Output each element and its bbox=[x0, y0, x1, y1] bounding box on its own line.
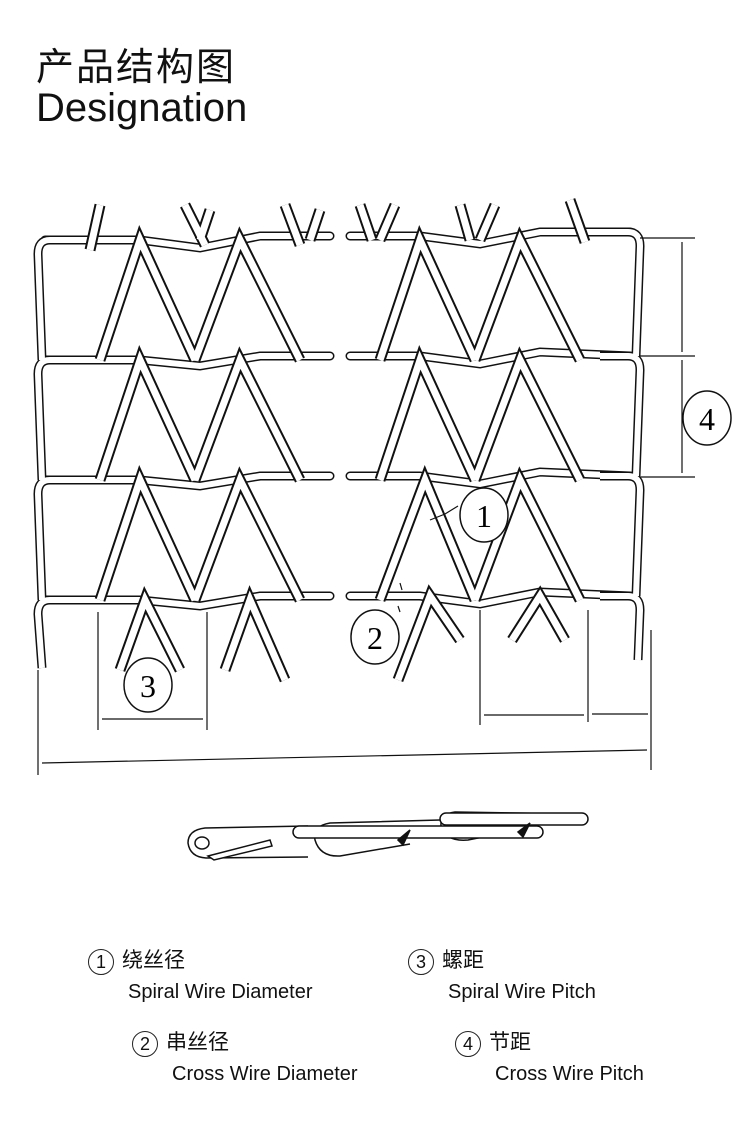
legend-item-4: 4 节距 Cross Wire Pitch bbox=[455, 1026, 644, 1086]
legend-number: 2 bbox=[132, 1030, 158, 1057]
mesh-diagram: 1 2 3 4 bbox=[33, 198, 732, 861]
legend-number: 4 bbox=[455, 1030, 481, 1057]
dimension-lines bbox=[37, 237, 695, 775]
legend-label-cn: 串丝径 bbox=[166, 1030, 229, 1054]
legend-number: 3 bbox=[408, 948, 434, 975]
legend-item-1: 1 绕丝径 Spiral Wire Diameter bbox=[88, 944, 312, 1004]
legend-label-cn: 节距 bbox=[489, 1030, 531, 1054]
legend-number: 1 bbox=[88, 948, 114, 975]
legend-item-3: 3 螺距 Spiral Wire Pitch bbox=[408, 944, 596, 1004]
svg-text:1: 1 bbox=[476, 498, 492, 534]
legend-label-en: Cross Wire Pitch bbox=[495, 1062, 644, 1085]
svg-text:4: 4 bbox=[699, 401, 715, 437]
cross-wires bbox=[33, 227, 645, 669]
side-view-link bbox=[187, 811, 589, 861]
callout-1: 1 bbox=[459, 487, 509, 543]
title-english: Designation bbox=[36, 86, 248, 130]
callout-4: 4 bbox=[682, 390, 732, 446]
title-chinese: 产品结构图 bbox=[36, 45, 237, 89]
spiral-wires bbox=[84, 198, 591, 683]
callout-3: 3 bbox=[123, 657, 173, 713]
legend-label-cn: 绕丝径 bbox=[122, 948, 185, 972]
svg-text:3: 3 bbox=[140, 668, 156, 704]
legend-label-en: Spiral Wire Diameter bbox=[128, 980, 313, 1003]
legend-label-en: Cross Wire Diameter bbox=[172, 1062, 358, 1085]
legend-item-2: 2 串丝径 Cross Wire Diameter bbox=[132, 1026, 358, 1086]
legend-label-en: Spiral Wire Pitch bbox=[448, 980, 596, 1003]
callout-2: 2 bbox=[350, 609, 400, 665]
legend-label-cn: 螺距 bbox=[442, 948, 484, 972]
svg-text:2: 2 bbox=[367, 620, 383, 656]
